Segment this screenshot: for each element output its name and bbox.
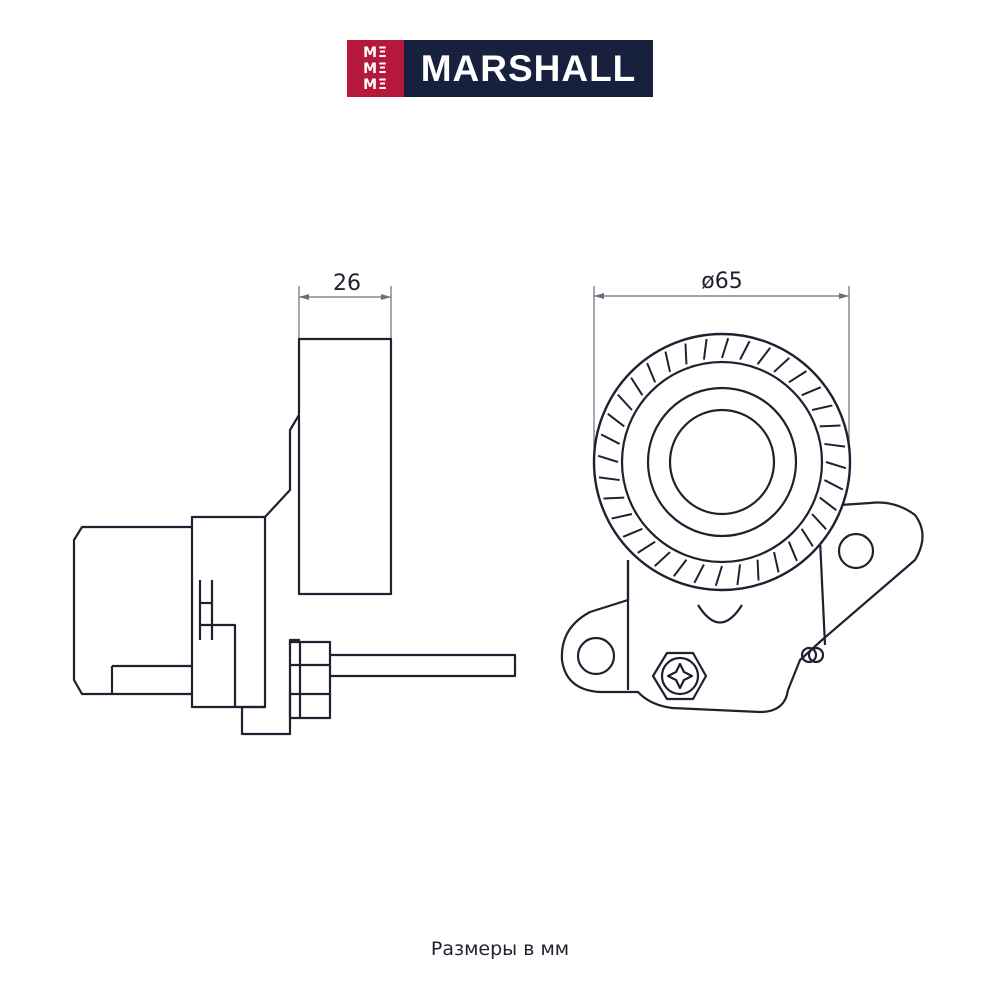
pulley-rib bbox=[597, 454, 619, 463]
pulley-rib bbox=[811, 513, 827, 530]
pulley-rib bbox=[801, 386, 822, 397]
width-dimension: 26 bbox=[298, 271, 392, 338]
base-plate bbox=[240, 690, 292, 736]
pulley-rib bbox=[819, 424, 841, 428]
mount-hole-left bbox=[576, 636, 616, 676]
logo-mark-row: ΜΞ bbox=[363, 44, 388, 61]
pulley-rib bbox=[736, 564, 742, 586]
housing-detail bbox=[198, 580, 237, 707]
diameter-dimension: ø65 bbox=[593, 269, 850, 462]
pulley-rib bbox=[756, 347, 771, 365]
pulley-rib bbox=[702, 338, 708, 360]
hex-bolt bbox=[651, 651, 708, 701]
pulley-rib bbox=[824, 442, 846, 448]
units-caption: Размеры в мм bbox=[430, 938, 570, 960]
logo-mark: ΜΞ ΜΞ ΜΞ bbox=[347, 40, 404, 97]
pulley-rib bbox=[598, 476, 620, 482]
bolt-shaft bbox=[330, 653, 517, 678]
logo-mark-row: ΜΞ bbox=[363, 76, 388, 93]
pulley-rib bbox=[756, 559, 760, 581]
pulley-rib bbox=[800, 528, 814, 547]
pulley-front bbox=[592, 332, 852, 592]
pulley-rib bbox=[611, 513, 633, 520]
pulley-rib bbox=[654, 551, 671, 567]
pulley-rib bbox=[825, 461, 847, 470]
marshall-logo: ΜΞ ΜΞ ΜΞ MARSHALL bbox=[347, 40, 653, 97]
pulley-side bbox=[297, 337, 393, 596]
pulley-rib bbox=[684, 343, 688, 365]
width-dimension-label: 26 bbox=[333, 271, 361, 296]
pulley-rib bbox=[819, 496, 837, 511]
pulley-rib bbox=[721, 337, 730, 359]
pulley-rib bbox=[693, 563, 705, 584]
tensioner-arm bbox=[263, 414, 300, 708]
pulley-rib bbox=[603, 496, 625, 500]
side-view: 26 bbox=[72, 271, 517, 736]
housing-flange bbox=[190, 515, 265, 709]
pulley-rib bbox=[600, 433, 621, 445]
pulley-rib bbox=[637, 540, 656, 554]
tensioner-body bbox=[560, 501, 924, 714]
pulley-rib bbox=[630, 377, 644, 396]
pulley-rib bbox=[714, 565, 723, 587]
pulley-rib bbox=[787, 541, 798, 562]
pulley-rib bbox=[773, 551, 780, 573]
pulley-rib bbox=[823, 479, 844, 491]
logo-wordmark: MARSHALL bbox=[404, 40, 653, 97]
housing-body bbox=[72, 525, 192, 696]
pulley-rib bbox=[788, 370, 807, 384]
pulley-ribs bbox=[597, 337, 847, 587]
torx-socket bbox=[666, 662, 694, 690]
pin-hole bbox=[800, 646, 818, 664]
bolt-head bbox=[288, 640, 332, 720]
front-view: ø65 bbox=[560, 269, 924, 714]
pulley-rib bbox=[646, 362, 657, 383]
pulley-rib bbox=[664, 351, 671, 373]
logo-mark-row: ΜΞ bbox=[363, 60, 388, 77]
pulley-rib bbox=[739, 340, 751, 361]
pulley-rib bbox=[773, 357, 790, 373]
body-recess bbox=[697, 604, 743, 624]
mount-hole-right bbox=[837, 532, 875, 570]
pulley-rib bbox=[607, 413, 625, 428]
pulley-rib bbox=[622, 527, 643, 538]
pulley-rib bbox=[617, 394, 633, 411]
pulley-rib bbox=[673, 559, 688, 577]
pulley-rib bbox=[811, 404, 833, 411]
diameter-dimension-label: ø65 bbox=[701, 269, 742, 294]
